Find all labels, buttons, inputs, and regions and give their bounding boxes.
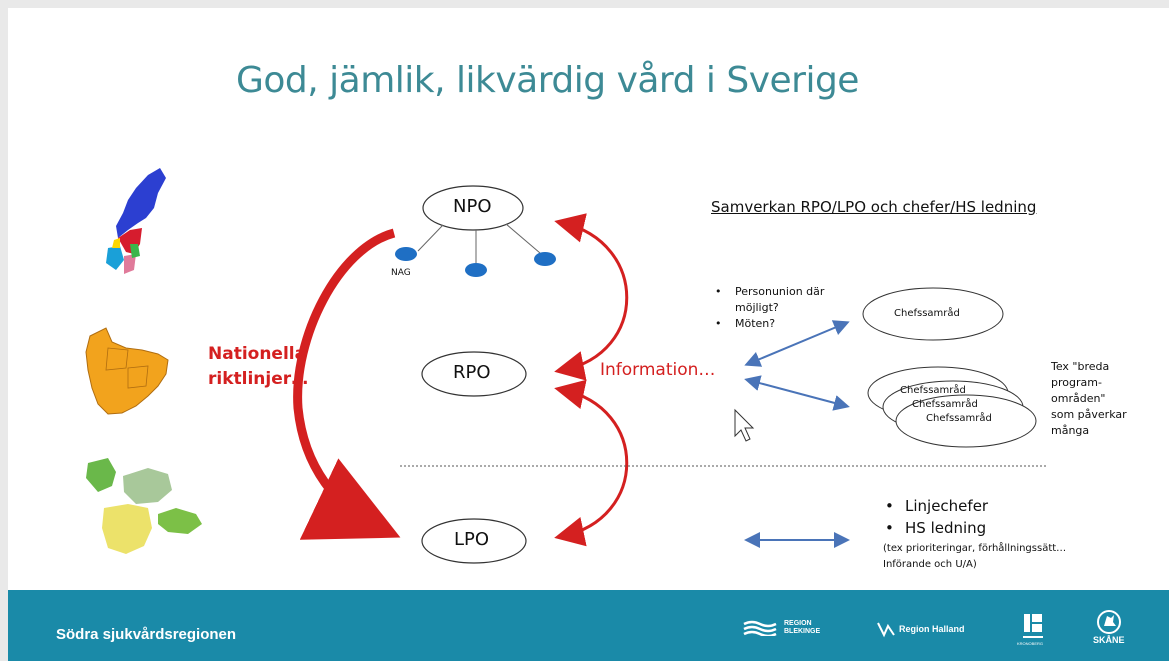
nationella-arrow	[293, 228, 401, 540]
rpo-oval	[421, 351, 527, 397]
npo-label: NPO	[453, 196, 492, 217]
skane-griffin-icon	[1096, 610, 1121, 634]
nag-dot	[465, 263, 487, 277]
slide-title: God, jämlik, likvärdig vård i Sverige	[236, 60, 859, 101]
kronoberg-logo-text: KRONOBERG	[1017, 641, 1044, 646]
npo-oval	[422, 185, 524, 231]
bullet-list-top: •Personunion där möjligt? •Möten?	[715, 284, 830, 332]
kronoberg-crest-icon	[1023, 614, 1043, 638]
bullet-list-bottom: •Linjechefer •HS ledning	[885, 495, 988, 539]
bullet-item: •Personunion där möjligt?	[715, 285, 825, 314]
bullet-item: •Linjechefer	[885, 497, 989, 515]
bullet-item: •HS ledning	[885, 519, 987, 537]
npo-rpo-arrow	[554, 213, 629, 381]
diagram	[85, 168, 1048, 564]
blue-arrow-down	[744, 375, 850, 411]
chefssamrad-stack-label-1: Chefssamråd	[900, 385, 966, 396]
sweden-map-icon	[106, 168, 166, 274]
nag-label: NAG	[391, 268, 411, 278]
skane-logo-text: SKÅNE	[1093, 635, 1125, 645]
blekinge-logo-text: REGION BLEKINGE	[784, 620, 821, 635]
mouse-cursor-icon	[734, 408, 755, 442]
sodra-region-map-icon	[85, 327, 169, 415]
rpo-label: RPO	[453, 362, 491, 383]
region-skane-logo: SKÅNE	[1093, 610, 1125, 645]
footer-region-name: Södra sjukvårdsregionen	[56, 626, 237, 643]
chefssamrad-stack-label-3: Chefssamråd	[926, 413, 992, 424]
slide: God, jämlik, likvärdig vård i Sverige	[8, 8, 1169, 661]
bullet-item: •Möten?	[715, 317, 776, 330]
halland-mark-icon	[877, 622, 895, 638]
footer-bar: Södra sjukvårdsregionen REGION BLEKINGE …	[8, 590, 1169, 661]
tex-note: Tex "breda program- områden" som påverka…	[1051, 360, 1127, 437]
chefssamrad-oval	[862, 287, 1004, 341]
blue-arrow-up	[744, 320, 850, 367]
kronoberg-logo	[1021, 612, 1045, 642]
nag-dot	[395, 247, 417, 261]
region-blekinge-logo: REGION BLEKINGE	[742, 620, 832, 636]
bottom-note: (tex prioriteringar, förhållningssätt… I…	[883, 543, 1067, 570]
county-maps-icon	[86, 458, 202, 554]
region-halland-logo: Region Halland	[876, 620, 965, 638]
lpo-label: LPO	[454, 529, 490, 550]
halland-logo-text: Region Halland	[899, 624, 965, 634]
lpo-oval	[421, 518, 527, 564]
nag-dot	[534, 252, 556, 266]
chefssamrad-label: Chefssamråd	[894, 308, 960, 319]
nationella-label: Nationella riktlinjer…	[208, 344, 309, 389]
chefssamrad-oval-stack-3	[895, 394, 1037, 448]
rpo-lpo-arrow	[554, 379, 629, 547]
samverkan-heading: Samverkan RPO/LPO och chefer/HS ledning	[711, 198, 1037, 216]
blekinge-wave-icon	[743, 620, 777, 636]
information-label: Information…	[600, 360, 716, 380]
chefssamrad-stack-label-2: Chefssamråd	[912, 399, 978, 410]
